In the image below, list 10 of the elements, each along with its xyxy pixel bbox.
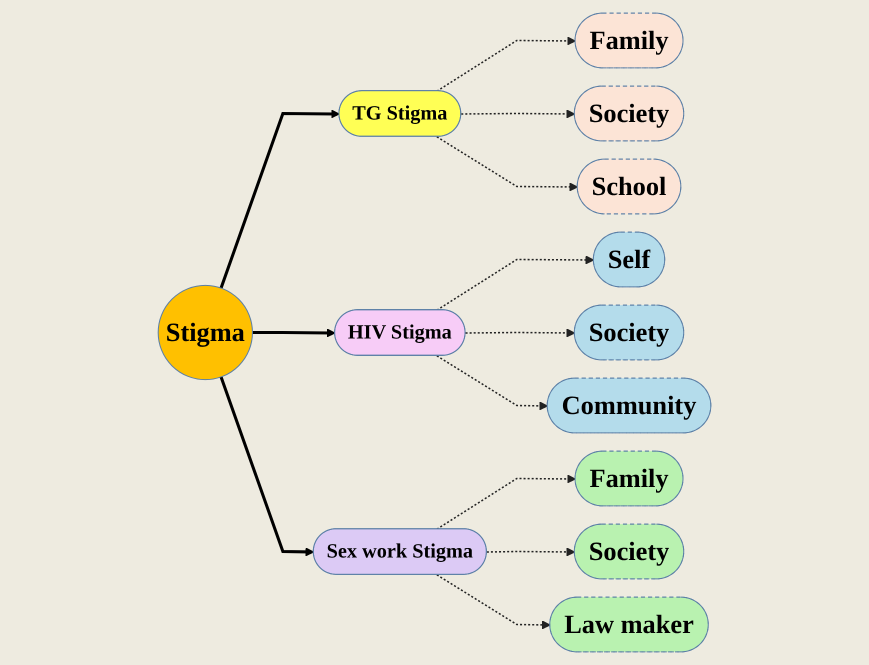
arrow xyxy=(486,547,576,556)
arrow xyxy=(220,109,340,289)
arrow xyxy=(252,328,336,338)
arrow xyxy=(436,136,578,192)
arrow xyxy=(436,355,548,410)
arrow xyxy=(436,574,551,630)
node-circle: Stigma xyxy=(158,284,253,380)
arrow xyxy=(466,328,576,338)
arrow xyxy=(461,109,576,118)
arrow xyxy=(220,376,314,556)
